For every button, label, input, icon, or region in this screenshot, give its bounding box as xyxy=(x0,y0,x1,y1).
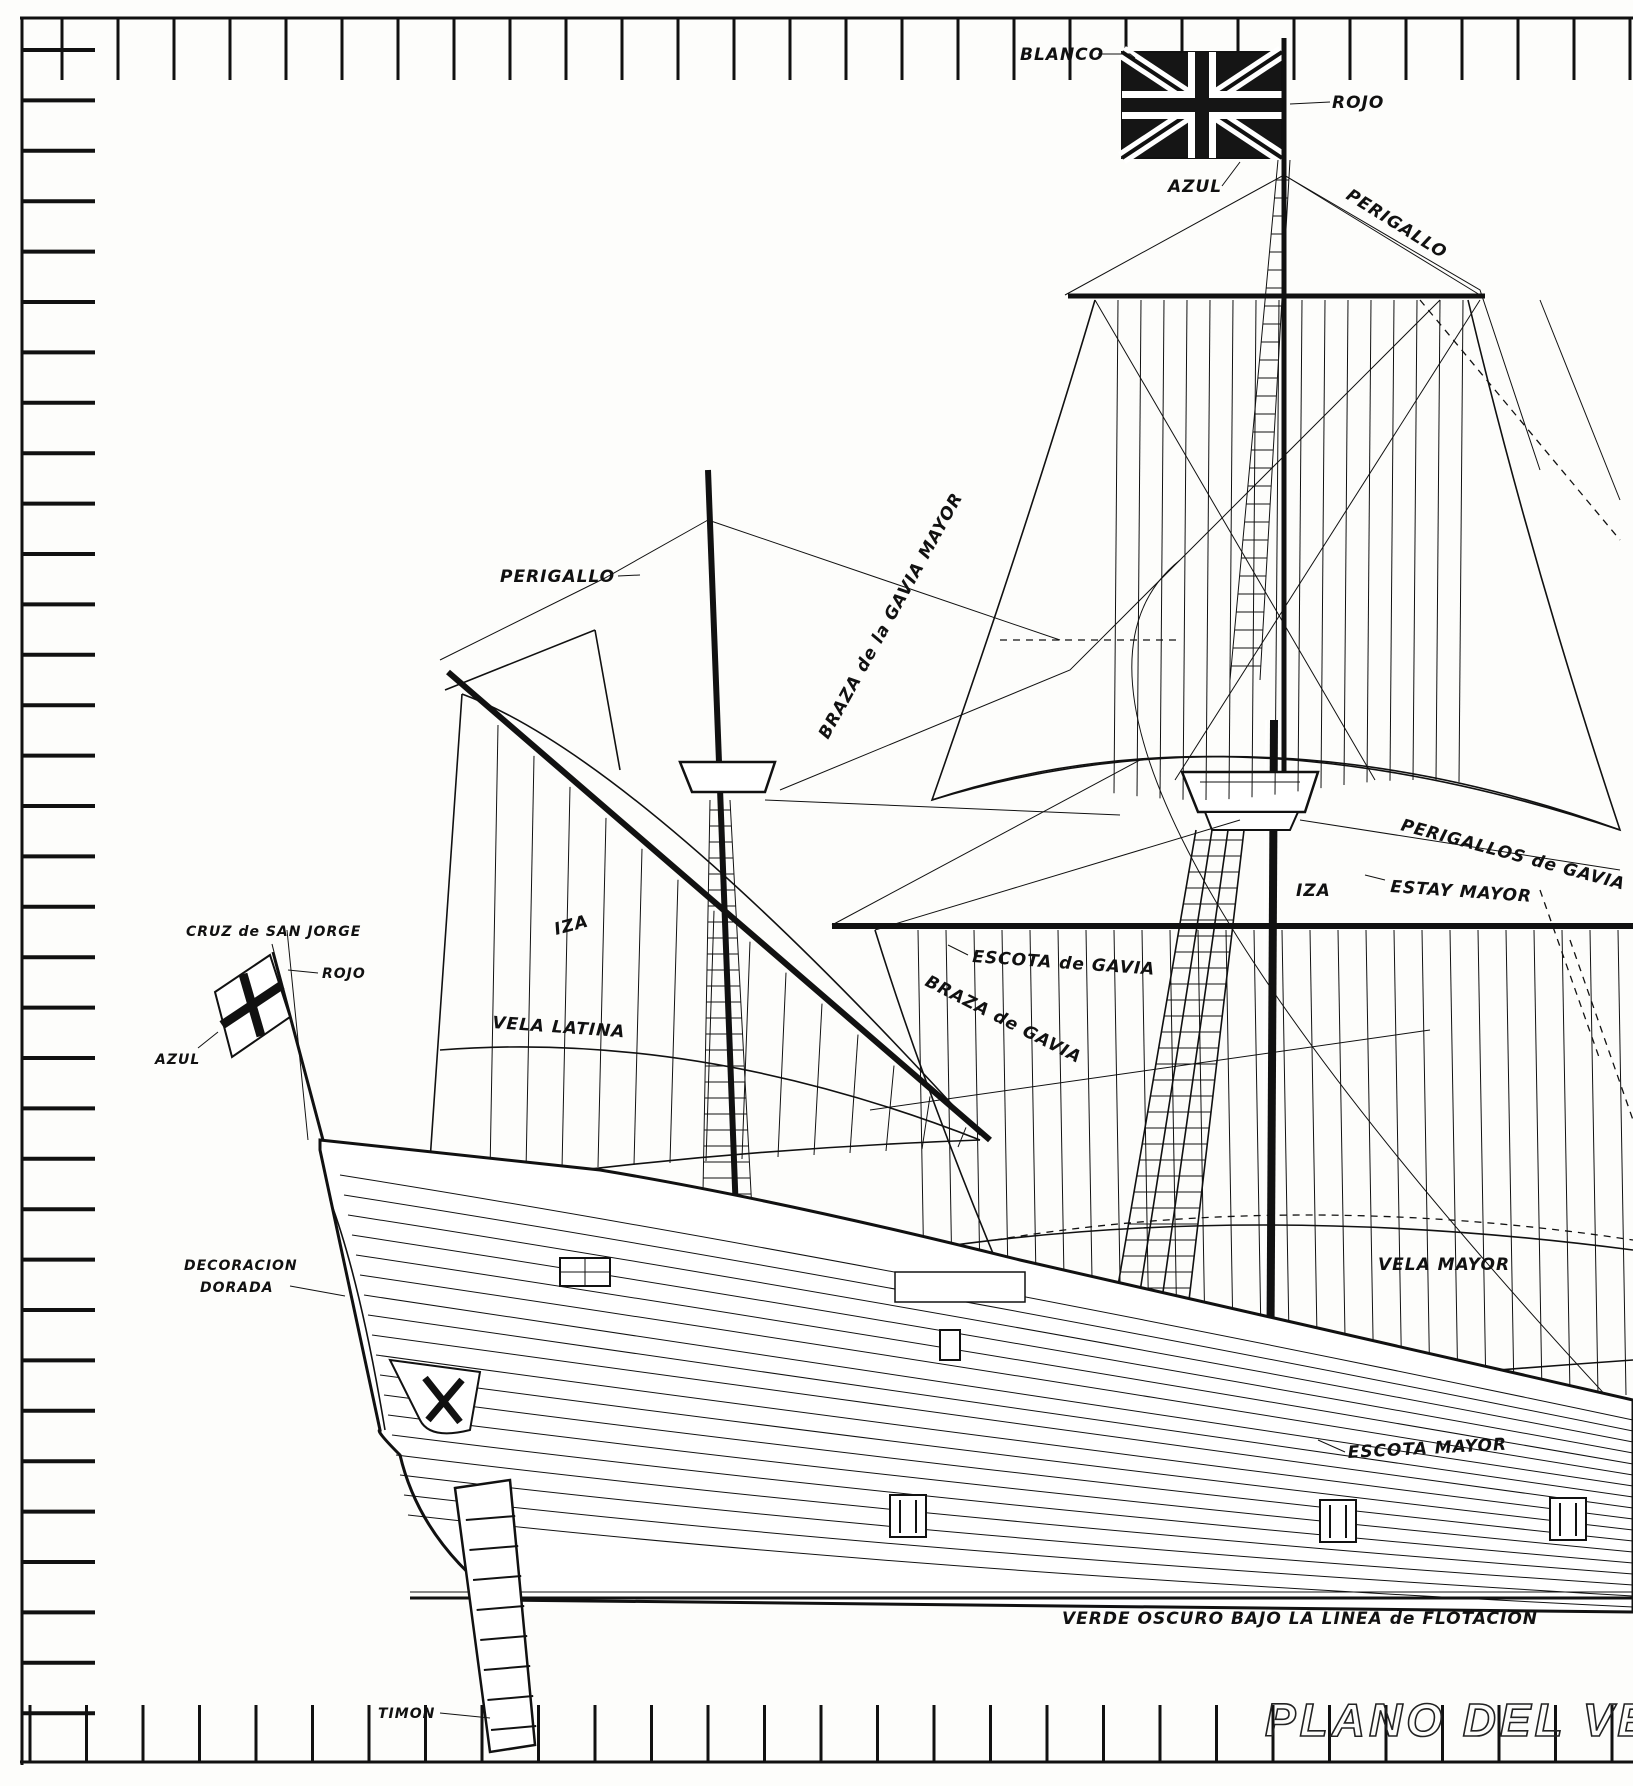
label-azul-flag: AZUL xyxy=(1166,177,1222,197)
main-topsail xyxy=(930,293,1622,832)
label-timon: TIMON xyxy=(378,1706,435,1722)
label-iza-left: IZA xyxy=(552,912,591,940)
label-vela-mayor: VELA MAYOR xyxy=(1378,1255,1510,1275)
label-vela-latina: VELA LATINA xyxy=(492,1013,626,1042)
san-jorge-flag xyxy=(213,951,325,1141)
label-perigallo-top: PERIGALLO xyxy=(1342,185,1450,263)
label-decoracion: DECORACION xyxy=(184,1258,298,1274)
label-azul-stern: AZUL xyxy=(154,1052,200,1068)
main-mast xyxy=(1094,38,1320,1421)
hull xyxy=(318,1138,1633,1754)
label-blanco: BLANCO xyxy=(1020,45,1104,65)
label-estay-mayor: ESTAY MAYOR xyxy=(1390,877,1533,907)
label-iza-right: IZA xyxy=(1296,881,1331,901)
label-rojo-flag: ROJO xyxy=(1332,93,1384,113)
rigging xyxy=(286,174,1633,1401)
label-braza-gavia-mayor: BRAZA de la GAVIA MAYOR xyxy=(815,489,967,742)
label-rojo-stern: ROJO xyxy=(322,966,366,982)
title-plano-del-velame: PLANO DEL VELAME xyxy=(1265,1694,1633,1746)
lateen-sail xyxy=(427,629,992,1191)
label-verde-oscuro: VERDE OSCURO BAJO LA LINEA de FLOTACION xyxy=(1062,1609,1538,1629)
top-scale-ticks xyxy=(60,18,1632,80)
label-cruz-san-jorge: CRUZ de SAN JORGE xyxy=(186,924,361,940)
left-scale-ticks xyxy=(22,48,95,1716)
label-dorada: DORADA xyxy=(200,1280,274,1296)
bottom-scale-ticks xyxy=(28,1705,1614,1762)
union-jack-flag xyxy=(1118,46,1286,164)
label-perigallo-left: PERIGALLO xyxy=(500,567,615,587)
label-escota-gavia: ESCOTA de GAVIA xyxy=(972,947,1156,980)
